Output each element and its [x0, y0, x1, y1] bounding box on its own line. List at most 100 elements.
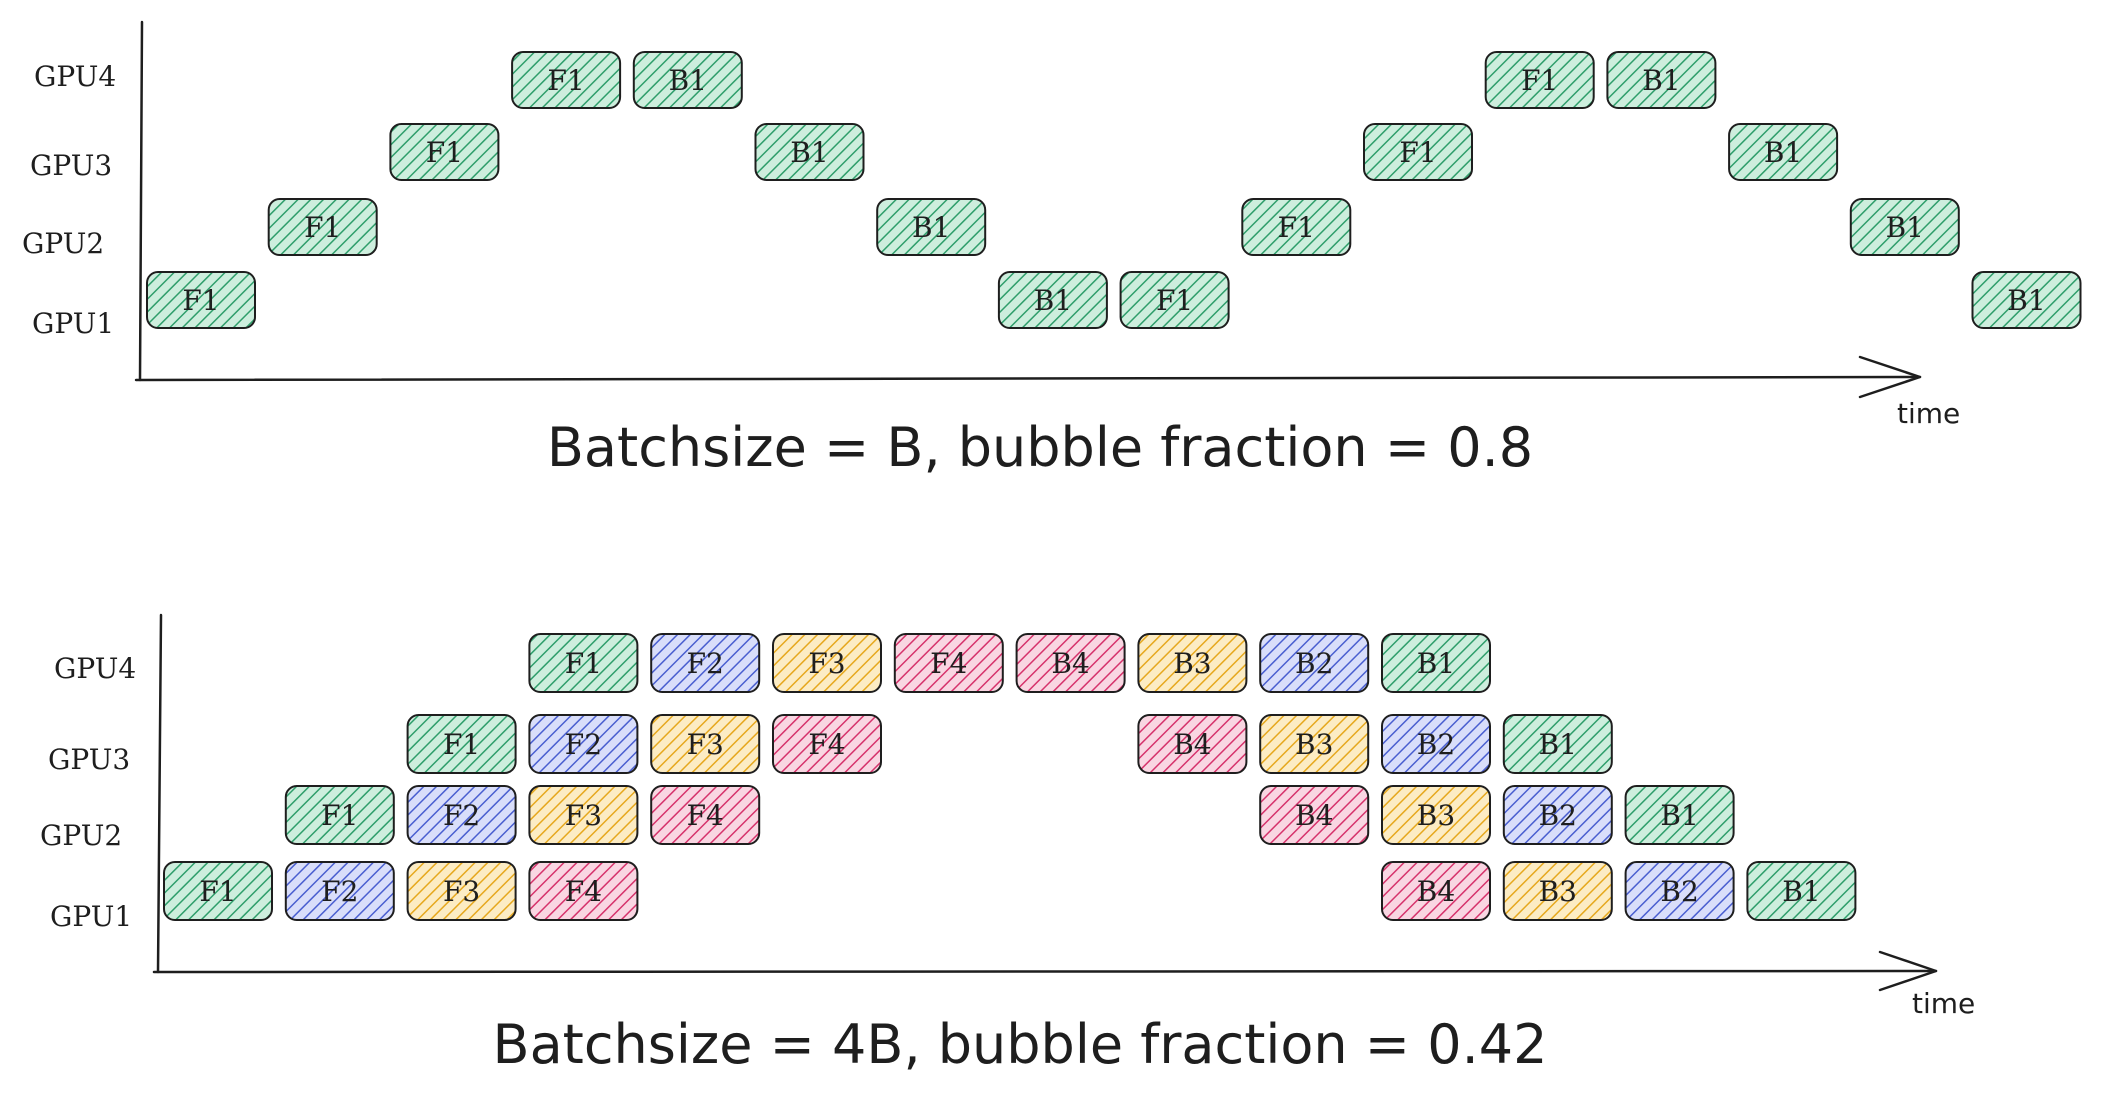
block-label: F1	[1521, 64, 1558, 97]
block-label: F1	[547, 64, 584, 97]
block-rect	[1381, 861, 1491, 921]
block-label: B3	[1539, 875, 1577, 908]
backward-b1-gpu4-block: B1	[632, 51, 743, 109]
block-label: F2	[321, 875, 358, 908]
diagram-2-axes	[152, 613, 1938, 992]
forward-f2-gpu3-block: F2	[528, 714, 639, 774]
block-rect	[406, 861, 517, 921]
block-label: F2	[687, 647, 724, 680]
block-rect	[754, 123, 865, 181]
block-label: B3	[1173, 647, 1211, 680]
block-rect	[876, 198, 987, 256]
block-rect	[1746, 861, 1857, 921]
diagram-1-axes	[134, 20, 1922, 399]
block-label: B3	[1295, 728, 1333, 761]
backward-b1-gpu2-block: B1	[1849, 198, 1960, 256]
block-rect	[528, 861, 639, 921]
block-label: B2	[1417, 728, 1455, 761]
diagram-1-gpu3-label: GPU3	[30, 149, 112, 182]
backward-b3-gpu4-block: B3	[1137, 633, 1248, 693]
block-rect	[1502, 714, 1613, 774]
block-label: B4	[1173, 728, 1211, 761]
block-label: B1	[1034, 284, 1072, 317]
block-rect	[1484, 51, 1595, 109]
forward-f1-gpu3-block: F1	[406, 714, 517, 774]
backward-b1-gpu4-block: B1	[1381, 633, 1491, 693]
block-label: F1	[565, 647, 602, 680]
diagram-1-x-axis	[134, 375, 1922, 382]
block-rect	[1137, 714, 1248, 774]
block-rect	[1502, 861, 1613, 921]
block-label: B4	[1417, 875, 1455, 908]
backward-b1-gpu1-block: B1	[997, 271, 1108, 329]
forward-f1-gpu1-block: F1	[163, 861, 273, 921]
block-rect	[528, 633, 639, 693]
block-label: B1	[669, 64, 707, 97]
block-label: B1	[1642, 64, 1680, 97]
block-rect	[650, 714, 761, 774]
forward-f1-gpu3-block: F1	[1363, 123, 1473, 181]
block-label: B2	[1660, 875, 1698, 908]
forward-f4-gpu3-block: F4	[772, 714, 882, 774]
backward-b2-gpu3-block: B2	[1381, 714, 1491, 774]
forward-f1-gpu4-block: F1	[1484, 51, 1595, 109]
backward-b1-gpu1-block: B1	[1746, 861, 1857, 921]
backward-b3-gpu2-block: B3	[1381, 785, 1491, 845]
backward-b3-gpu1-block: B3	[1502, 861, 1613, 921]
diagram-1-gpu2-label: GPU2	[22, 227, 104, 260]
forward-f3-gpu1-block: F3	[406, 861, 517, 921]
block-label: B1	[1417, 647, 1455, 680]
block-rect	[284, 861, 395, 921]
block-rect	[1502, 785, 1613, 845]
block-label: F1	[304, 211, 341, 244]
block-label: F1	[1399, 136, 1436, 169]
diagram-1-y-axis	[138, 20, 144, 382]
backward-b4-gpu4-block: B4	[1015, 633, 1126, 693]
backward-b2-gpu2-block: B2	[1502, 785, 1613, 845]
block-rect	[528, 714, 639, 774]
block-rect	[1259, 633, 1370, 693]
block-rect	[650, 633, 761, 693]
backward-b1-gpu3-block: B1	[1502, 714, 1613, 774]
forward-f1-gpu4-block: F1	[511, 51, 622, 109]
block-label: B1	[1782, 875, 1820, 908]
forward-f4-gpu4-block: F4	[893, 633, 1004, 693]
forward-f1-gpu2-block: F1	[267, 198, 378, 256]
block-rect	[650, 785, 761, 845]
diagram-2-x-arrow-head	[1878, 950, 1938, 992]
block-rect	[1381, 785, 1491, 845]
block-label: F1	[426, 136, 463, 169]
block-label: F3	[687, 728, 724, 761]
forward-f2-gpu2-block: F2	[406, 785, 517, 845]
block-label: F4	[808, 728, 845, 761]
block-label: F3	[565, 799, 602, 832]
block-label: B3	[1417, 799, 1455, 832]
block-label: B2	[1539, 799, 1577, 832]
backward-b4-gpu3-block: B4	[1137, 714, 1248, 774]
block-label: F4	[930, 647, 967, 680]
block-rect	[893, 633, 1004, 693]
forward-f2-gpu4-block: F2	[650, 633, 761, 693]
backward-b1-gpu4-block: B1	[1606, 51, 1717, 109]
forward-f4-gpu1-block: F4	[528, 861, 639, 921]
block-label: F1	[199, 875, 236, 908]
forward-f3-gpu4-block: F3	[772, 633, 882, 693]
block-rect	[406, 785, 517, 845]
diagram-2-gpu4-label: GPU4	[54, 652, 136, 685]
block-rect	[1728, 123, 1839, 181]
diagram-1-x-arrow-head	[1858, 355, 1922, 399]
backward-b2-gpu4-block: B2	[1259, 633, 1370, 693]
diagram-2-gpu3-label: GPU3	[48, 743, 130, 776]
forward-f1-gpu1-block: F1	[146, 271, 256, 329]
block-rect	[406, 714, 517, 774]
block-label: B4	[1051, 647, 1089, 680]
block-rect	[1624, 785, 1735, 845]
forward-f1-gpu4-block: F1	[528, 633, 639, 693]
diagram-2-time-label: time	[1912, 987, 1975, 1020]
block-label: B1	[1539, 728, 1577, 761]
block-rect	[389, 123, 500, 181]
